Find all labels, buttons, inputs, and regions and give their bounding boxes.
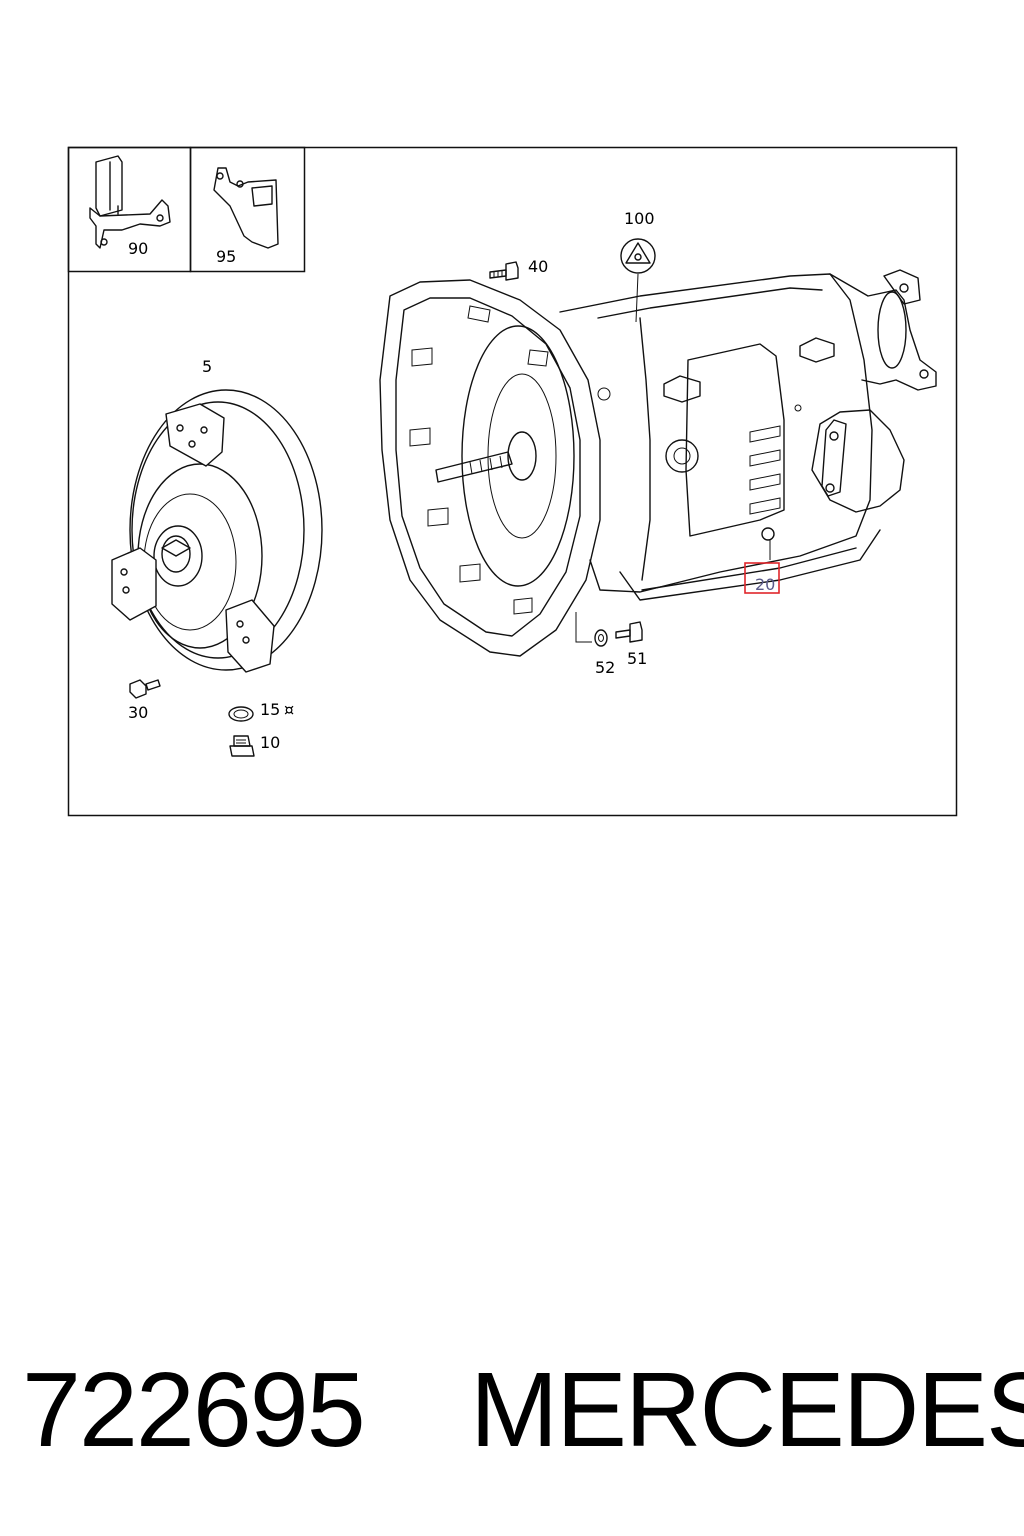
bracket-95-drawing [213,167,279,249]
highlight-box-20 [744,562,780,594]
callout-5: 5 [202,357,212,376]
callout-10: 10 [260,733,280,752]
bracket-90-drawing [89,155,171,249]
callout-90: 90 [128,239,148,258]
callout-15-symbol: ¤ [284,700,294,719]
parts-diagram: 90 95 100 40 5 [67,146,958,817]
screw-plug-10-drawing [229,735,255,757]
transmission-housing [379,269,937,657]
callout-20: 20 [755,575,775,594]
inset-box-95 [189,146,306,273]
bolt-40-drawing [489,261,519,281]
bolt-51-drawing [615,621,643,643]
label-plate-100 [620,238,656,323]
callout-40: 40 [528,257,548,276]
diagram-frame [67,146,958,817]
footer: 722695 MERCEDES [0,1350,1024,1470]
callout-95: 95 [216,247,236,266]
seal-ring-15-drawing [228,706,254,722]
part-number: 722695 [22,1351,366,1469]
brand-name: MERCEDES [470,1351,1024,1469]
callout-15: 15 [260,700,280,719]
callout-52: 52 [595,658,615,677]
callout-51: 51 [627,649,647,668]
torque-converter-5 [111,389,323,673]
callout-100: 100 [624,209,655,228]
washer-52-drawing [594,629,608,647]
callout-30: 30 [128,703,148,722]
bolt-30-drawing [129,679,161,699]
